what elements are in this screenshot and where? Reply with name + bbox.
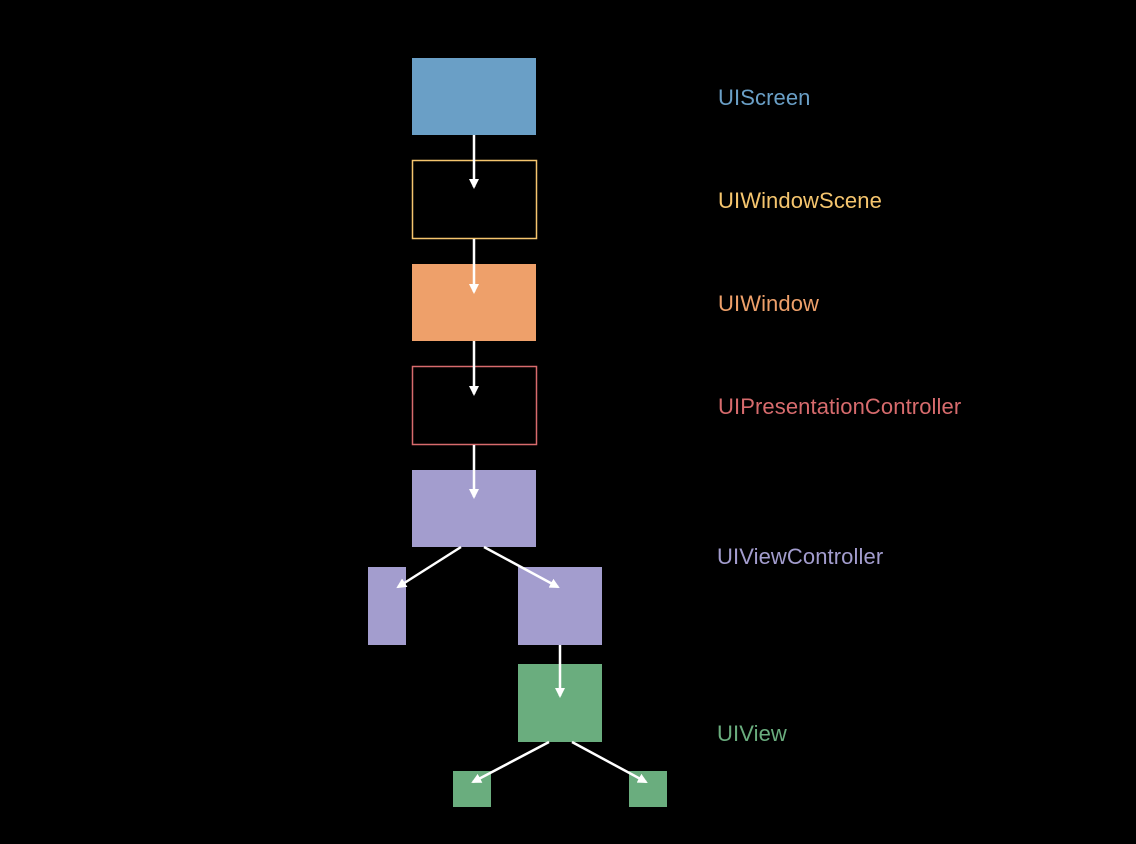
arrow-view-to-right-subview — [571, 740, 648, 784]
label-uiscreen: UIScreen — [718, 85, 811, 110]
arrow-view-controller-to-right-child — [483, 545, 560, 589]
label-uiwindow: UIWindow — [718, 291, 820, 316]
child-view-controller-right-box — [518, 567, 602, 645]
arrow-view-controller-to-left-child — [396, 545, 462, 589]
screen-box — [412, 58, 536, 135]
child-view-controller-left-box — [368, 567, 406, 645]
arrow-view-to-left-subview — [471, 740, 550, 784]
label-uiwindowscene: UIWindowScene — [718, 188, 882, 213]
label-uiview: UIView — [717, 721, 787, 746]
label-uipresentationcontroller: UIPresentationController — [718, 394, 962, 419]
label-uiviewcontroller: UIViewController — [717, 544, 884, 569]
